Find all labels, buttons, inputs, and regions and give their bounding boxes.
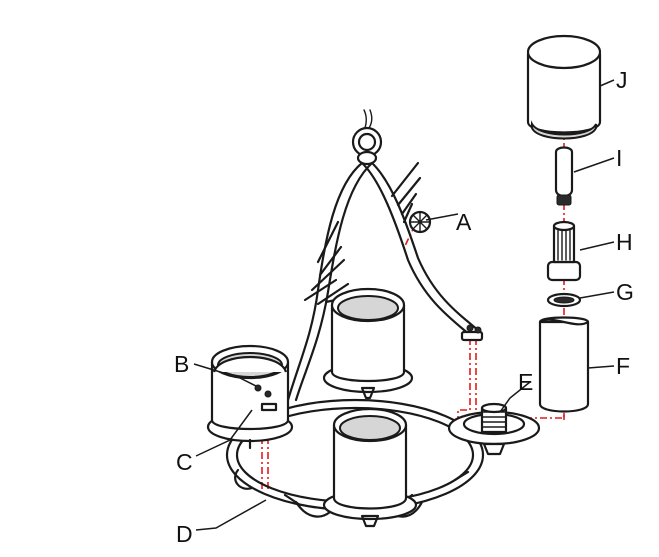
candle-cup-left (206, 344, 294, 450)
bulb-part-i (554, 146, 574, 206)
label-b: B (174, 351, 189, 377)
label-h: H (616, 229, 633, 255)
glass-shade-part-j (526, 34, 602, 140)
label-d: D (176, 521, 193, 547)
label-f: F (616, 353, 630, 379)
sleeve-part-f (538, 316, 590, 413)
finial-part-a (408, 210, 432, 234)
label-e: E (518, 369, 533, 395)
label-j: J (616, 67, 628, 93)
label-a: A (456, 209, 472, 235)
leader-lines (193, 79, 615, 531)
socket-part-h (546, 220, 582, 282)
frame-arms (286, 161, 484, 402)
socket-cup-part-e (447, 402, 541, 456)
hanging-loop (351, 109, 383, 166)
candle-cup-center-back (322, 287, 414, 400)
ring-nut-part-g (546, 292, 582, 308)
label-c: C (176, 449, 193, 475)
candle-cup-center-front (322, 407, 418, 528)
callout-labels: A B C D E F G H I J (174, 67, 634, 547)
label-g: G (616, 279, 634, 305)
label-i: I (616, 145, 622, 171)
